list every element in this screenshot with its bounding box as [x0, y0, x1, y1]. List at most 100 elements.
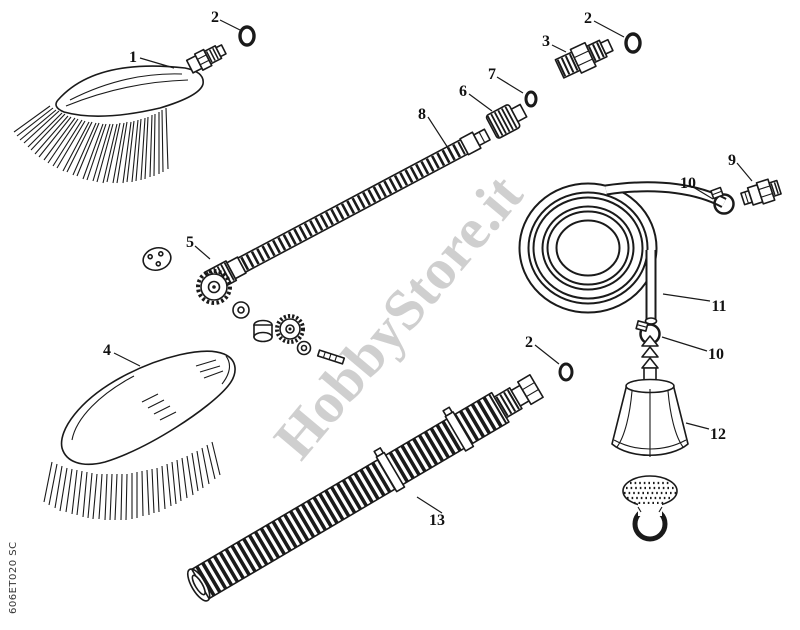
- gear-center: [212, 285, 216, 289]
- perforated-disc: [142, 246, 172, 272]
- nut-tip: [510, 103, 528, 123]
- housing-detail: [71, 355, 231, 441]
- callout-10b: 10: [708, 346, 724, 363]
- gear-center: [288, 327, 292, 331]
- washer: [232, 301, 250, 319]
- brush-bristles: [43, 441, 221, 521]
- union-bottom: [253, 331, 273, 343]
- coupling-part-3: [554, 38, 614, 79]
- coupling-tip: [215, 44, 227, 58]
- housing-ribs: [195, 359, 224, 379]
- o-ring: [238, 25, 256, 47]
- barb-detail: [744, 191, 749, 204]
- hex-facets: [197, 54, 210, 66]
- clip-ends: [637, 506, 663, 513]
- gear-teeth: [275, 314, 305, 344]
- disc-hole: [157, 251, 164, 257]
- callout-10a: 10: [680, 175, 696, 192]
- brush-body-detail: [65, 73, 189, 107]
- callout-6: 6: [459, 83, 467, 100]
- rotary-brush-part: [43, 350, 236, 521]
- nut-facets: [522, 382, 539, 398]
- callout-7: 7: [488, 66, 496, 83]
- callout-11: 11: [711, 298, 726, 315]
- hose-coupling-part-9: [740, 178, 782, 206]
- callout-8: 8: [418, 106, 426, 123]
- bell-flutes: [613, 389, 687, 457]
- part-code-text: 606ET020 SC: [8, 541, 19, 614]
- gear-hub: [285, 324, 295, 334]
- wash-brush-part: [13, 44, 227, 184]
- clamp-band: [713, 193, 735, 215]
- washer-body: [232, 301, 250, 319]
- clamp-screw: [635, 320, 649, 332]
- hose-clip-band: [444, 411, 475, 452]
- callout-13: 13: [429, 512, 445, 529]
- hex-facets: [758, 185, 773, 198]
- barb-cone: [641, 335, 659, 347]
- callout-12: 12: [710, 426, 726, 443]
- disc-hole: [155, 261, 162, 267]
- hose-coil-inner-inner: [548, 212, 628, 284]
- clamp-screw: [710, 186, 724, 200]
- watermark-text: HobbyStore.it: [261, 161, 535, 470]
- strainer-perforation: [624, 481, 676, 505]
- coupling-tip: [599, 38, 614, 55]
- pin-detail: [322, 351, 338, 362]
- callout-5: 5: [186, 234, 194, 251]
- gear-large: [196, 269, 232, 305]
- brush-bristles: [48, 444, 216, 521]
- callout-2c: 2: [525, 334, 533, 351]
- washer-small: [296, 340, 312, 356]
- suction-bell-part: [611, 335, 689, 542]
- callout-2b: 2: [584, 10, 592, 27]
- hose-coil-outer-inner: [520, 184, 656, 312]
- hose-coil-mid-inner: [534, 198, 642, 298]
- coupler-texture: [495, 389, 521, 417]
- callout-2a: 2: [211, 9, 219, 26]
- washer-hole: [237, 306, 245, 314]
- rotor-parts-group: [142, 246, 346, 365]
- housing-vents: [141, 393, 177, 421]
- coupler-nut: [517, 374, 544, 406]
- brush-bristles: [13, 105, 169, 184]
- leader-lines: [113, 19, 753, 514]
- tip-detail: [478, 131, 486, 143]
- union-piece: [253, 319, 273, 343]
- callout-1: 1: [129, 49, 137, 66]
- hose-clip-band: [375, 451, 406, 493]
- retaining-clip: [632, 504, 668, 542]
- spiral-hose-part: [518, 181, 727, 325]
- hose-rib-texture: [195, 393, 508, 597]
- gear-small: [275, 314, 305, 344]
- o-ring-small: [524, 90, 538, 108]
- clip-gap: [638, 504, 662, 516]
- callout-4: 4: [103, 342, 111, 359]
- suction-hose-part: [186, 374, 544, 602]
- hose-clamp-upper: [710, 186, 735, 215]
- o-ring: [558, 362, 574, 382]
- gear-teeth: [196, 269, 232, 305]
- callout-3: 3: [542, 33, 550, 50]
- barb-cone: [641, 357, 659, 369]
- barb-cone: [641, 346, 659, 358]
- screw-slot: [712, 190, 722, 196]
- brush-body: [55, 65, 204, 117]
- callout-9: 9: [728, 152, 736, 169]
- coupling-nut-part: [485, 103, 528, 139]
- brush-bristles: [16, 107, 164, 184]
- disc-body: [142, 246, 172, 272]
- strainer-disc: [622, 475, 678, 507]
- o-ring: [624, 32, 642, 54]
- washer-body: [296, 340, 312, 356]
- thread-texture: [770, 181, 780, 196]
- hose-bore: [191, 574, 206, 596]
- screw-slot: [637, 324, 647, 328]
- disc-hole: [147, 253, 153, 260]
- washer-hole: [300, 344, 308, 352]
- hex-facets: [574, 50, 593, 67]
- brush-coupling: [185, 44, 227, 74]
- callout-labels: 1 2 3 2 7 6 8 9 10 5 11 10 2 4 12 13: [103, 9, 736, 529]
